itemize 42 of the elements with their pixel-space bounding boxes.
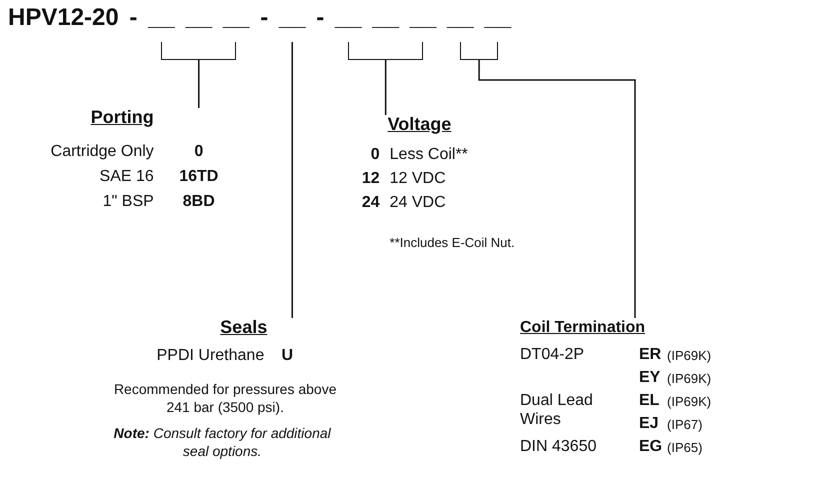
rating: (IP69K) <box>667 370 712 388</box>
voltage-option: 24 VDC <box>390 193 520 212</box>
connector-line <box>384 60 386 115</box>
connector-line <box>291 42 293 318</box>
voltage-option: 12 VDC <box>390 169 520 188</box>
bracket <box>348 42 424 60</box>
option-code: U <box>280 346 294 365</box>
option-code: 0 <box>370 145 380 164</box>
connector-line <box>478 60 636 318</box>
note: Note: Consult factory for additional seal options. <box>112 424 332 460</box>
bracket <box>161 42 236 60</box>
termination-option: Dual Lead Wires <box>520 391 635 429</box>
rating: (IP69K) <box>667 393 712 411</box>
option-code: EG <box>639 437 664 456</box>
footnote: **Includes E-Coil Nut. <box>390 234 516 252</box>
port-option: Cartridge Only <box>22 142 154 161</box>
port-option: SAE 16 <box>22 167 154 186</box>
rating: (IP67) <box>667 416 704 434</box>
bracket <box>460 42 498 60</box>
option-code: 0 <box>193 142 204 161</box>
heading: Seals <box>219 318 268 337</box>
heading: Porting <box>90 108 154 127</box>
seal-option: PPDI Urethane <box>92 346 264 365</box>
connector-line <box>198 60 200 108</box>
option-code: ER <box>639 345 662 364</box>
rating: (IP65) <box>667 439 704 457</box>
option-code: EL <box>639 391 660 410</box>
voltage-option: Less Coil** <box>390 145 520 164</box>
option-code: EY <box>639 368 662 387</box>
option-code: 16TD <box>178 167 220 186</box>
heading: Voltage <box>388 115 452 134</box>
option-code: 24 <box>360 193 380 212</box>
heading: Coil Termination <box>520 318 646 337</box>
option-code: 8BD <box>182 192 216 211</box>
note: Recommended for pressures above 241 bar (3500 psi). <box>112 380 338 416</box>
termination-option: DT04-2P <box>520 345 635 364</box>
rating: (IP69K) <box>667 347 712 365</box>
option-code: 12 <box>360 169 380 188</box>
option-code: EJ <box>639 414 660 433</box>
model-code-title: HPV12-20 - __ __ __ - __ - __ __ __ __ __ <box>8 4 512 32</box>
termination-option: DIN 43650 <box>520 437 635 456</box>
port-option: 1" BSP <box>22 192 154 211</box>
